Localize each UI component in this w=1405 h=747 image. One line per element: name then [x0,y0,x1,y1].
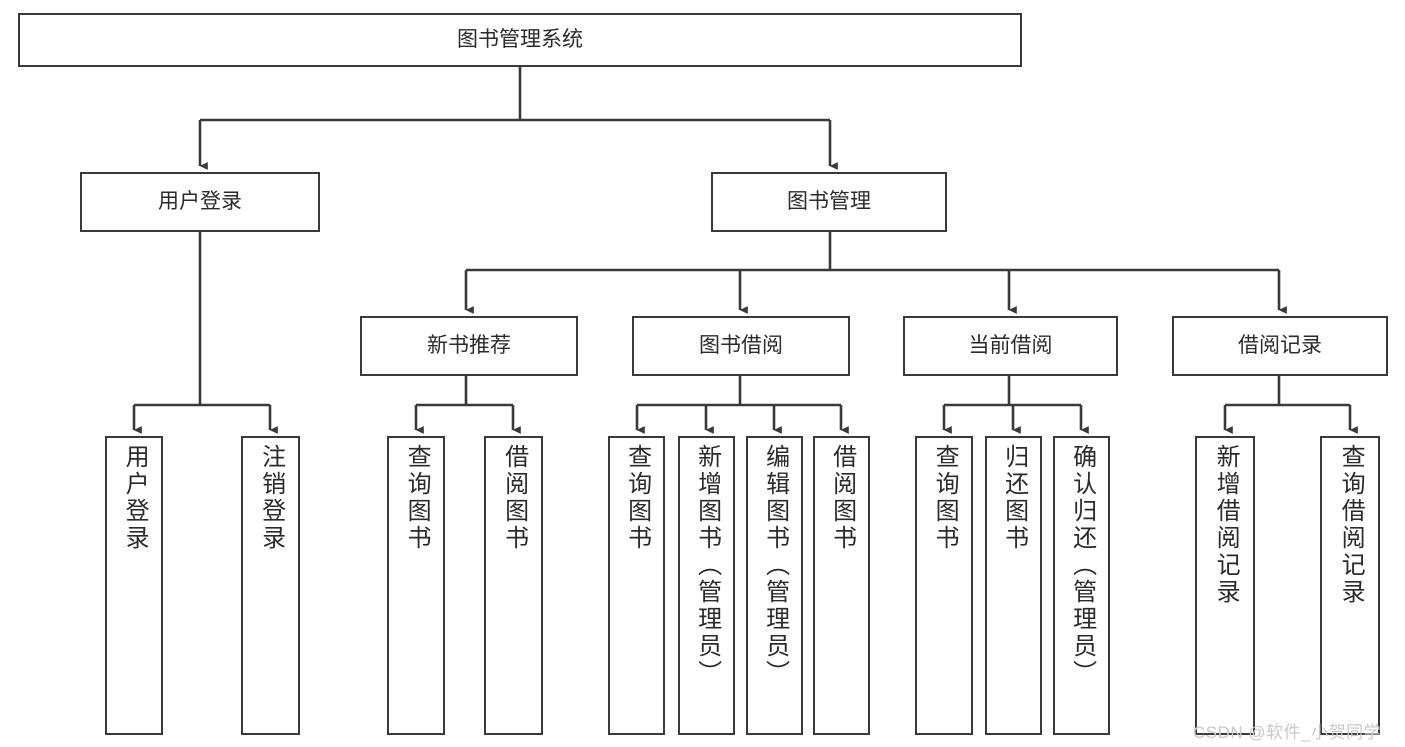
node-label: 新书推荐 [427,333,511,357]
node-label: 借阅记录 [1238,333,1322,357]
node-borrow-record[interactable]: 借阅记录 [1172,316,1388,376]
node-leaf-edit-book[interactable]: 编辑图书（管理员） [746,436,803,735]
node-label: 查询图书 [403,444,431,552]
node-label: 编辑图书（管理员） [761,444,789,687]
node-label: 图书管理系统 [457,27,583,51]
node-leaf-user-login[interactable]: 用户登录 [105,436,163,735]
node-label: 借阅图书 [500,444,528,552]
node-label: 查询图书 [931,444,959,552]
node-label: 图书借阅 [699,333,783,357]
root-to-level1-connectors [198,67,838,170]
node-leaf-query-book-3[interactable]: 查询图书 [915,436,973,735]
new-book-rec-to-leaves-connectors [414,376,521,434]
node-root-system[interactable]: 图书管理系统 [18,13,1022,67]
node-leaf-add-book[interactable]: 新增图书（管理员） [678,436,735,735]
node-label: 查询借阅记录 [1337,444,1365,606]
node-label: 注销登录 [257,444,285,552]
node-label: 用户登录 [121,444,149,552]
node-book-manage[interactable]: 图书管理 [711,172,947,232]
node-leaf-add-record[interactable]: 新增借阅记录 [1195,436,1255,735]
node-leaf-confirm-return[interactable]: 确认归还（管理员） [1053,436,1110,735]
node-leaf-borrow-book-2[interactable]: 借阅图书 [813,436,870,735]
node-label: 用户登录 [158,189,242,213]
borrow-record-to-leaves-connectors [1223,376,1358,434]
node-label: 归还图书 [1000,444,1028,552]
node-user-login[interactable]: 用户登录 [80,172,320,232]
node-leaf-query-book-2[interactable]: 查询图书 [608,436,665,735]
node-leaf-query-record[interactable]: 查询借阅记录 [1320,436,1380,735]
node-label: 借阅图书 [828,444,856,552]
node-label: 新增借阅记录 [1212,444,1240,606]
current-borrow-to-leaves-connectors [942,376,1089,434]
book-manage-to-level2-connectors [464,232,1287,314]
node-label: 新增图书（管理员） [693,444,721,687]
node-leaf-user-logout[interactable]: 注销登录 [241,436,300,735]
node-leaf-return-book[interactable]: 归还图书 [985,436,1042,735]
node-label: 当前借阅 [968,333,1053,357]
node-new-book-rec[interactable]: 新书推荐 [360,316,578,376]
node-leaf-borrow-book-1[interactable]: 借阅图书 [484,436,543,735]
node-label: 图书管理 [787,189,871,213]
node-current-borrow[interactable]: 当前借阅 [903,316,1118,376]
user-login-to-leaves-connectors [132,232,278,434]
node-book-borrow[interactable]: 图书借阅 [632,316,850,376]
node-label: 确认归还（管理员） [1068,444,1096,687]
book-borrow-to-leaves-connectors [635,376,849,434]
node-leaf-query-book-1[interactable]: 查询图书 [387,436,445,735]
node-label: 查询图书 [623,444,651,552]
